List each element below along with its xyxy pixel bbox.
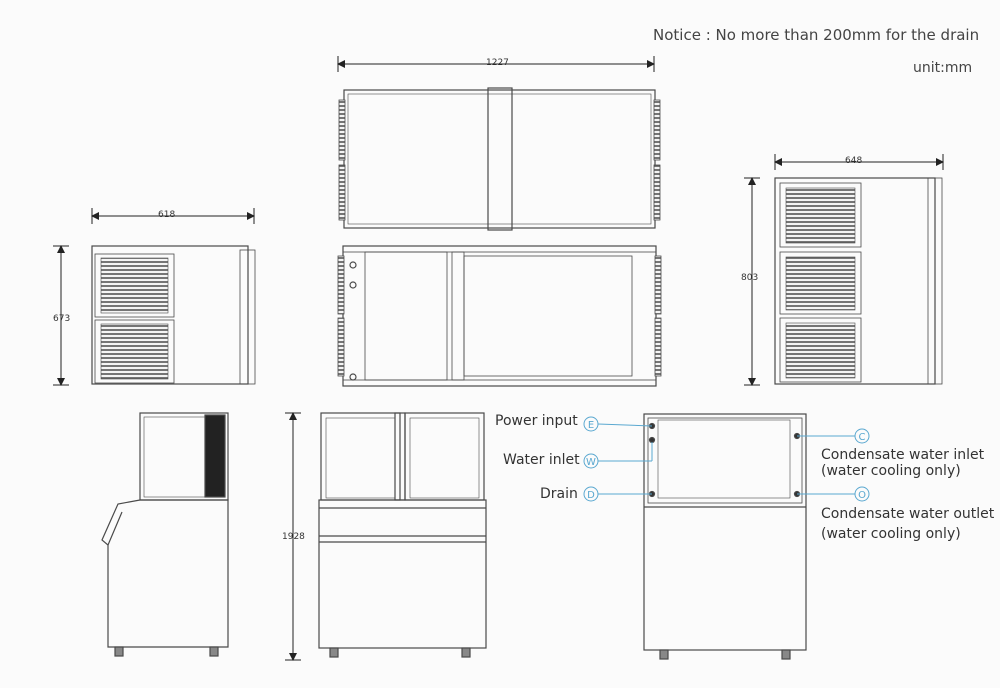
dim-line-total-height [285,412,301,661]
right-unit-view [774,177,943,385]
condensate-outlet-marker: O [797,486,870,502]
front-view [318,412,487,658]
condensate-outlet-letter: O [858,490,866,501]
condensate-inlet-letter: C [859,432,866,443]
condensate-inlet-marker: C [797,428,870,444]
dim-line-right-width [774,154,944,170]
condensate-inlet-label: Condensate water inlet [821,447,985,463]
condensate-outlet-label: Condensate water outlet [821,506,995,522]
top-front-view [337,245,662,387]
condensate-inlet-note: (water cooling only) [821,463,961,479]
water-inlet-letter: W [586,457,596,468]
left-unit-view [91,245,256,385]
top-plan-view [338,87,661,231]
dim-line-right-height [744,177,760,386]
side-view [101,412,229,657]
drain-letter: D [587,490,595,501]
drain-label: Drain [540,486,578,502]
dim-line-top-width [337,56,655,72]
drain-marker: D [583,486,652,502]
power-input-label: Power input [495,413,578,429]
water-inlet-marker: W [583,442,653,469]
water-inlet-label: Water inlet [503,452,580,468]
condensate-outlet-note: (water cooling only) [821,526,961,542]
back-view [643,413,807,660]
dim-line-left-width [91,208,255,224]
power-input-marker: E [583,416,653,432]
dim-line-left-height [53,245,69,386]
power-input-letter: E [588,420,594,431]
unit-label: unit:mm [913,60,973,76]
drain-notice: Notice : No more than 200mm for the drai… [653,26,980,44]
